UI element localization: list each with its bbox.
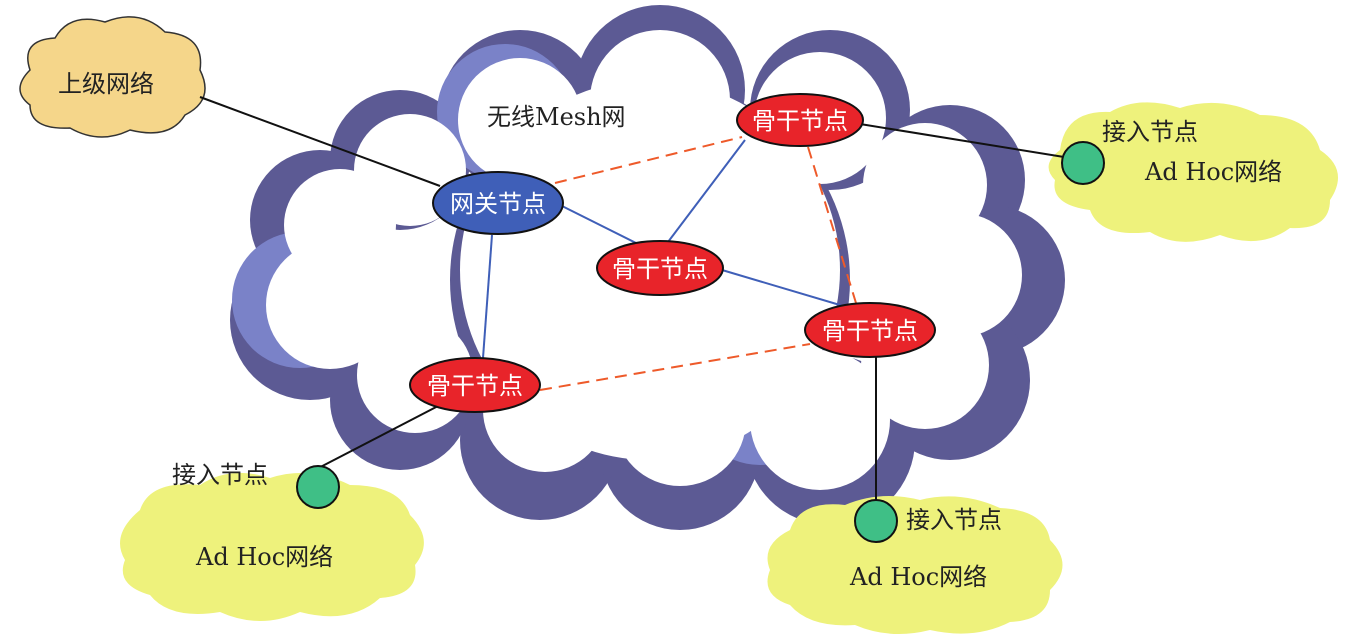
mesh-cloud-label: 无线Mesh网: [487, 103, 626, 131]
access-node: 接入节点 Ad Hoc网络: [172, 461, 340, 571]
backbone-node: 骨干节点: [736, 93, 864, 147]
backbone-wireless-link: [539, 343, 811, 391]
backbone-node: 骨干节点: [409, 357, 541, 413]
adhoc-network-label: Ad Hoc网络: [195, 543, 333, 571]
access-node: 接入节点 Ad Hoc网络: [849, 499, 1002, 591]
backbone-node-label: 骨干节点: [822, 317, 918, 345]
adhoc-network-label: Ad Hoc网络: [849, 563, 987, 591]
access-node-label: 接入节点: [906, 506, 1002, 534]
access-node-label: 接入节点: [172, 461, 268, 489]
backbone-node-label: 骨干节点: [612, 255, 708, 283]
links: [199, 96, 1065, 500]
adhoc-cloud-bottom-left: [120, 472, 424, 621]
backbone-wireless-link: [807, 146, 857, 304]
wired-link: [859, 123, 1065, 158]
backbone-node: 骨干节点: [804, 302, 936, 358]
adhoc-cloud-right: [1048, 102, 1338, 242]
backbone-node-label: 骨干节点: [427, 372, 523, 400]
mesh-link: [559, 204, 641, 246]
backbone-node-label: 骨干节点: [752, 107, 848, 135]
mesh-link: [721, 269, 851, 309]
upper-network-label: 上级网络: [58, 70, 154, 98]
mesh-link: [482, 234, 493, 359]
gateway-node-label: 网关节点: [450, 190, 546, 218]
access-node-label: 接入节点: [1102, 118, 1198, 146]
mesh-link: [667, 139, 746, 243]
wired-link: [199, 96, 441, 187]
wired-link: [304, 404, 441, 476]
gateway-node: 网关节点: [432, 171, 564, 235]
access-node: 接入节点 Ad Hoc网络: [1061, 118, 1282, 186]
backbone-node: 骨干节点: [596, 240, 724, 296]
adhoc-cloud-bottom-right: [767, 496, 1063, 634]
backbone-wireless-link: [554, 136, 743, 184]
adhoc-network-label: Ad Hoc网络: [1144, 158, 1282, 186]
upper-network-cloud: [19, 16, 206, 138]
